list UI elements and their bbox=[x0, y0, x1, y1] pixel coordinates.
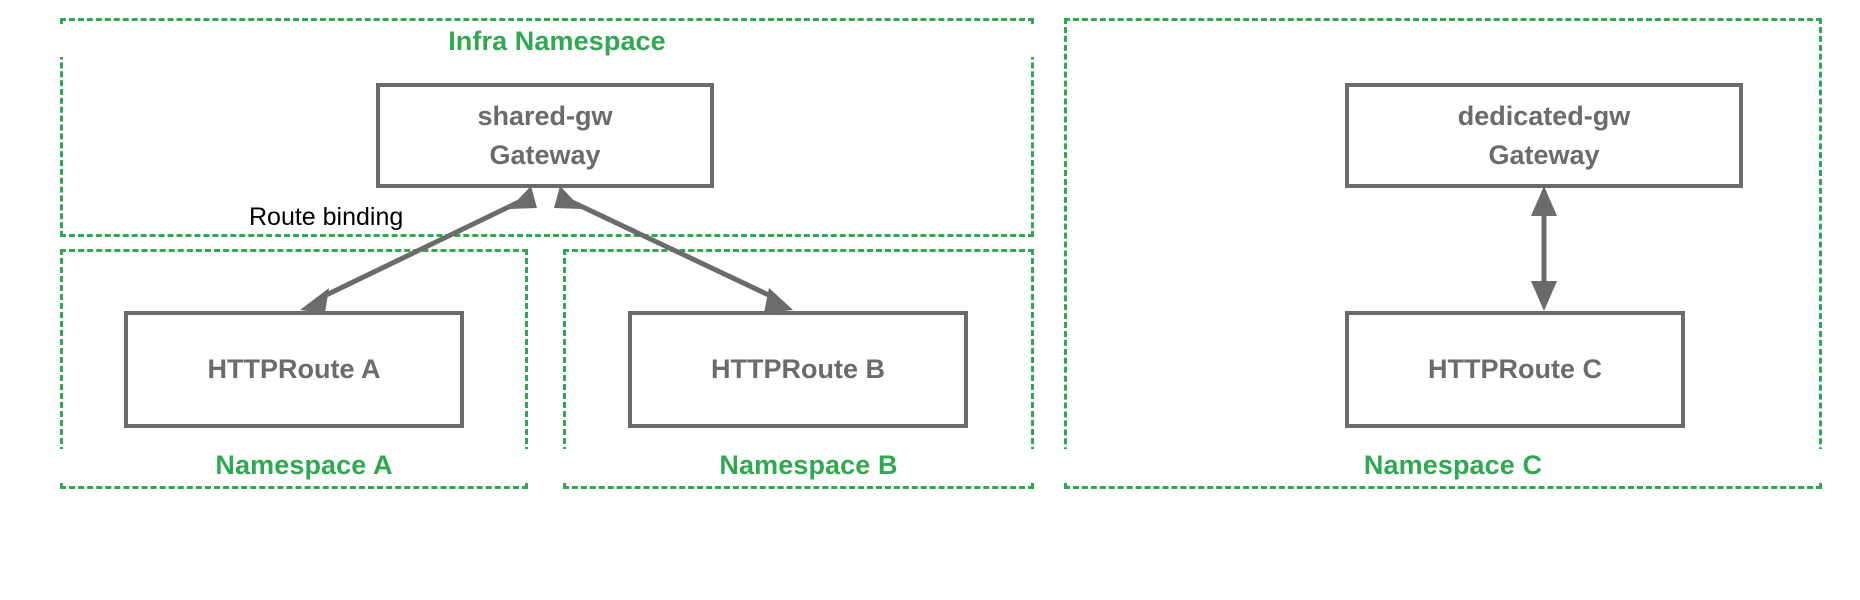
resource-label-shared-gw-line2: Gateway bbox=[489, 139, 601, 170]
namespace-box-a bbox=[60, 249, 528, 489]
namespace-box-c bbox=[1064, 18, 1822, 489]
namespace-box-b bbox=[563, 249, 1034, 489]
namespace-title-c: Namespace C bbox=[1064, 449, 1842, 481]
namespace-title-a: Namespace A bbox=[60, 449, 548, 481]
resource-box-route-b[interactable]: HTTPRoute B bbox=[628, 311, 968, 428]
resource-box-route-a[interactable]: HTTPRoute A bbox=[124, 311, 464, 428]
resource-label-shared-gw-line1: shared-gw bbox=[477, 100, 613, 131]
resource-label-dedicated-gw-line1: dedicated-gw bbox=[1457, 100, 1631, 131]
resource-label-route-b: HTTPRoute B bbox=[711, 354, 885, 384]
resource-label-route-c: HTTPRoute C bbox=[1428, 354, 1602, 384]
edge-label-route-binding: Route binding bbox=[243, 203, 410, 231]
resource-box-route-c[interactable]: HTTPRoute C bbox=[1345, 311, 1685, 428]
namespace-title-infra: Infra Namespace bbox=[60, 25, 1054, 57]
resource-label-dedicated-gw-line2: Gateway bbox=[1488, 139, 1600, 170]
namespace-title-b: Namespace B bbox=[563, 449, 1054, 481]
resource-label-route-a: HTTPRoute A bbox=[207, 354, 381, 384]
namespace-box-infra bbox=[60, 18, 1034, 237]
